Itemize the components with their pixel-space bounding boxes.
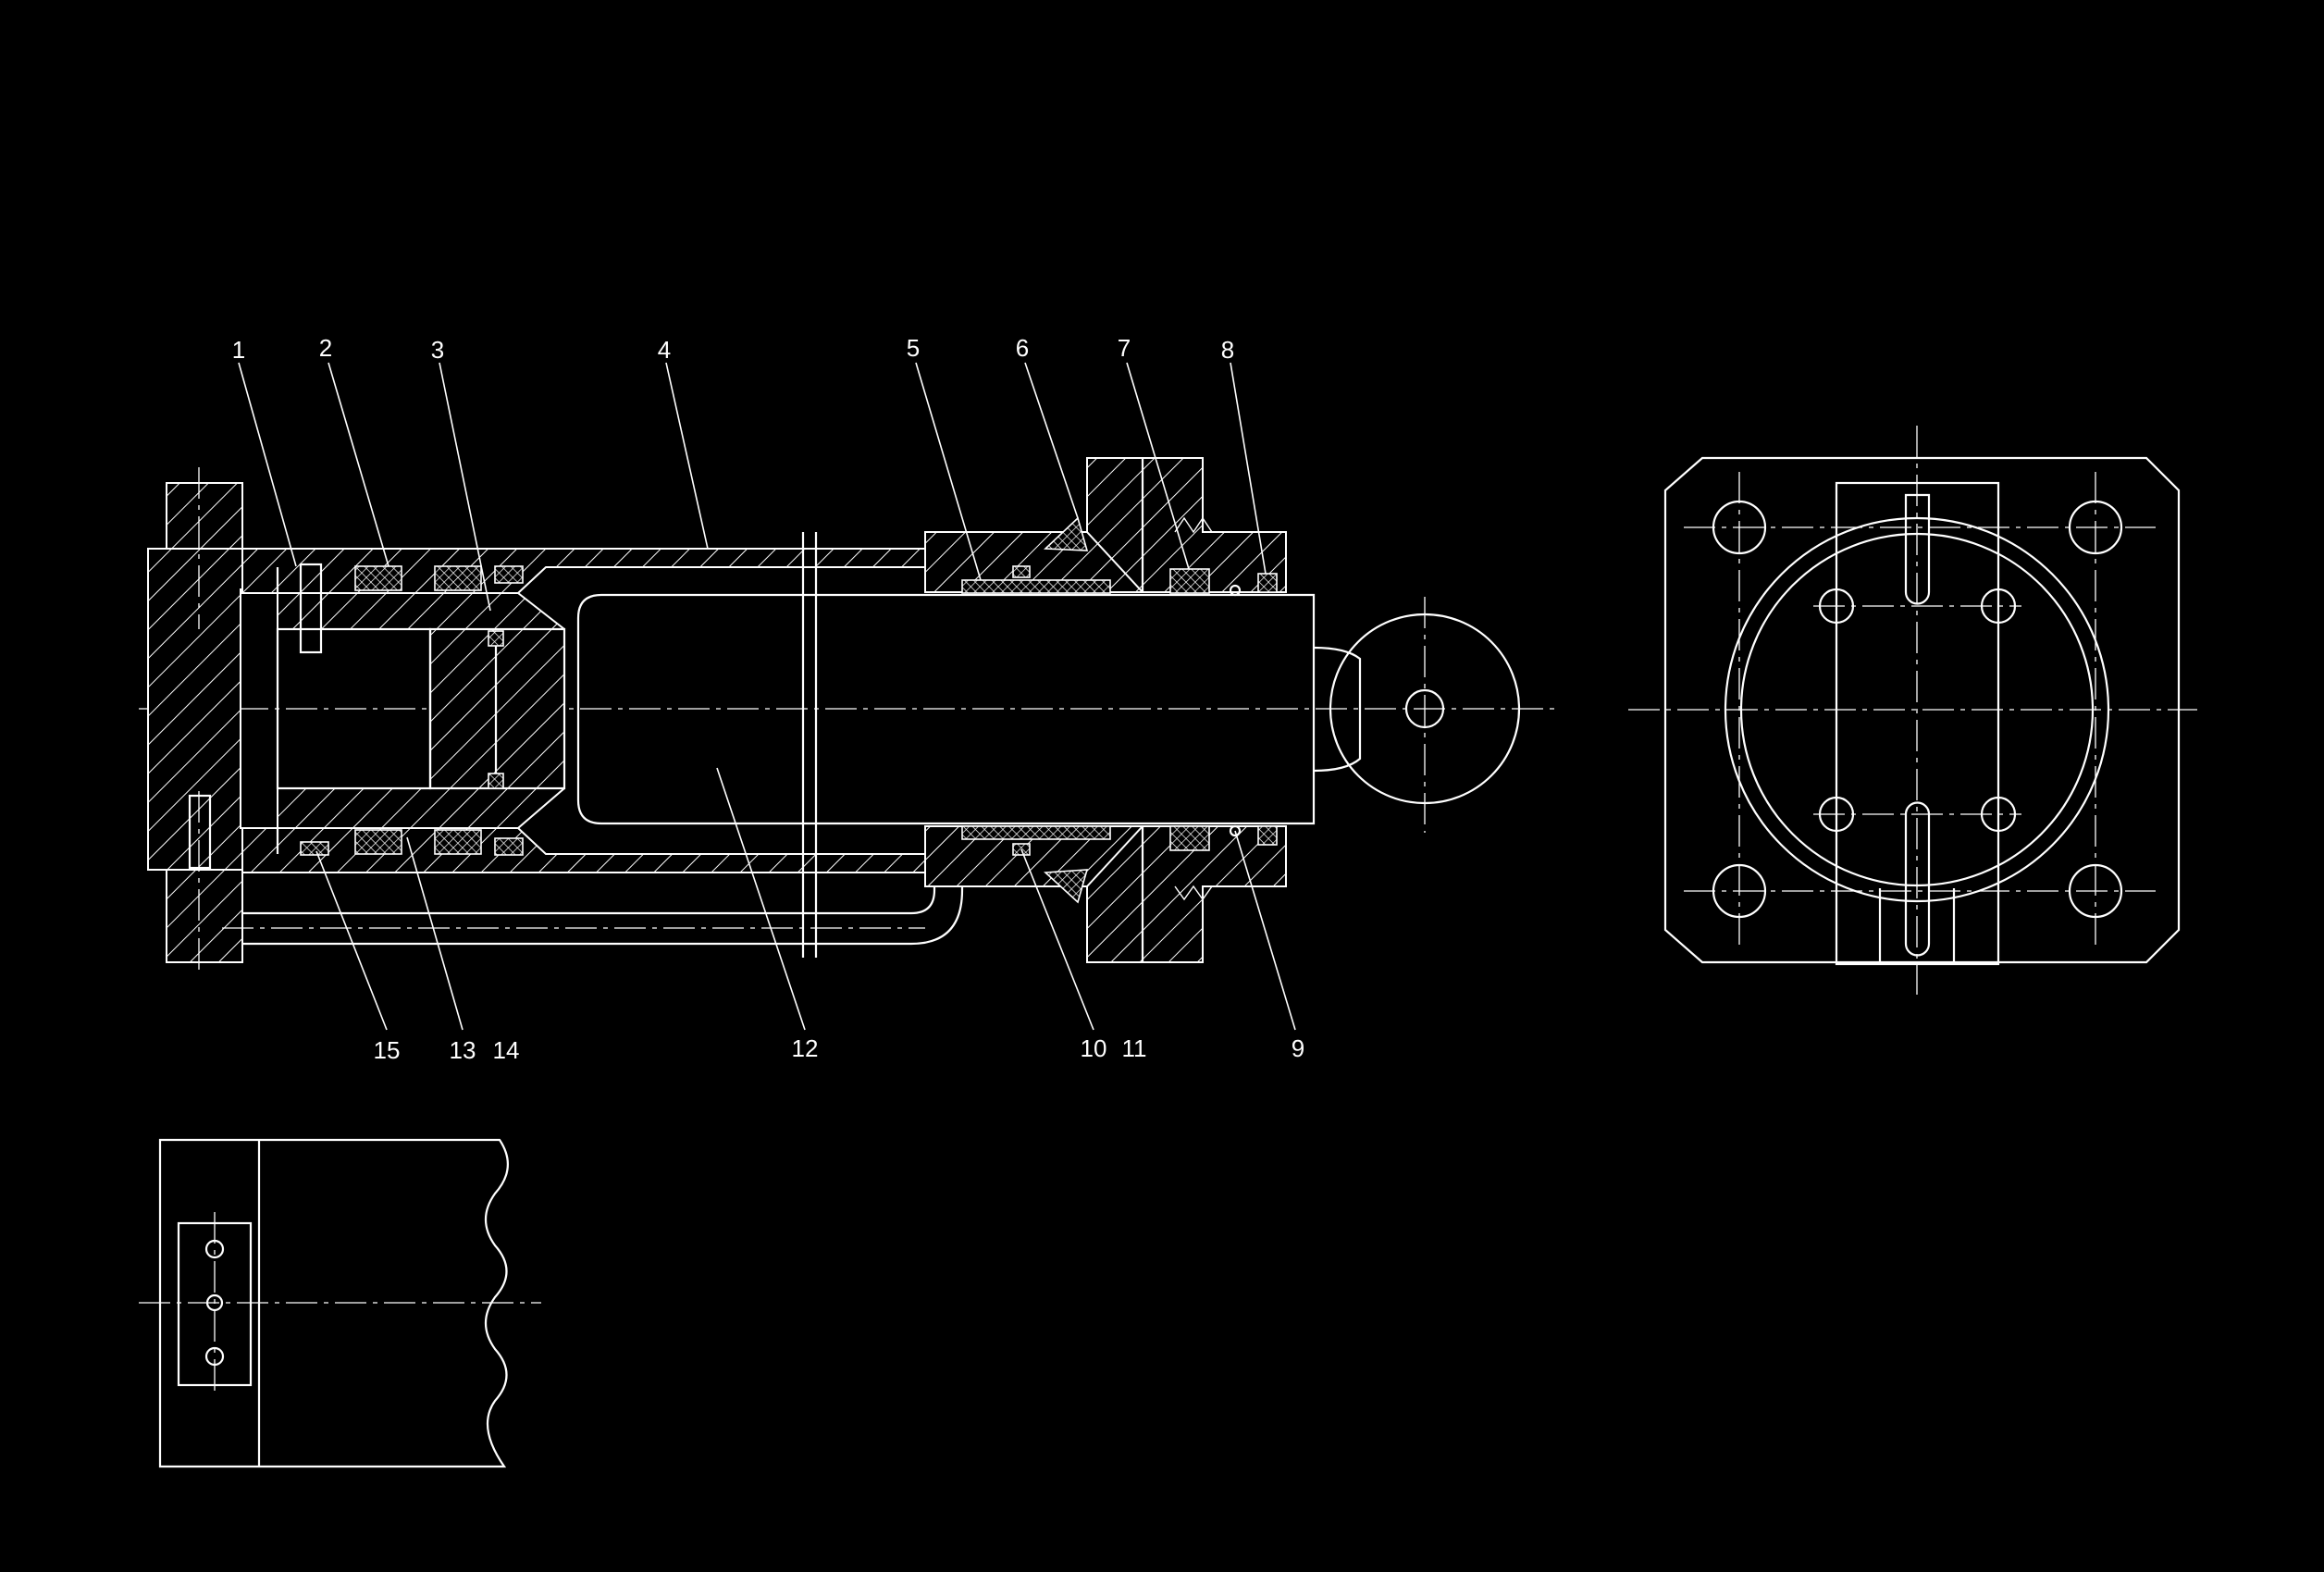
pin	[299, 563, 323, 654]
label-7: 7	[1118, 334, 1131, 362]
seal-14	[434, 829, 482, 855]
label-8: 8	[1221, 336, 1234, 364]
seal-2	[354, 565, 402, 591]
flange-circle-outer	[1724, 516, 2110, 903]
label-3: 3	[431, 336, 444, 364]
label-9: 9	[1292, 1034, 1304, 1062]
part-labels: 1 2 3 4 5 6 7 8 9 10 11 12 13 14 15	[232, 334, 1304, 1064]
label-10: 10	[1081, 1034, 1107, 1062]
label-4: 4	[658, 336, 671, 364]
piston-assembly	[276, 563, 566, 856]
label-1: 1	[232, 336, 245, 364]
label-12: 12	[792, 1034, 819, 1062]
seal-7	[1169, 568, 1210, 594]
weld-11	[1044, 869, 1089, 904]
seal-15	[300, 841, 329, 856]
piston-rod	[576, 593, 1521, 833]
sectional-view	[139, 457, 1554, 972]
oring-9	[1229, 824, 1242, 837]
seal-3	[434, 565, 482, 591]
label-11: 11	[1122, 1034, 1147, 1062]
label-5: 5	[907, 334, 920, 362]
label-14: 14	[493, 1036, 520, 1064]
detail-view	[139, 1138, 541, 1468]
weld-6	[1044, 516, 1089, 551]
end-cap	[147, 467, 278, 972]
label-13: 13	[450, 1036, 476, 1064]
label-2: 2	[319, 334, 332, 362]
label-6: 6	[1016, 334, 1029, 362]
seal-13	[354, 829, 402, 855]
seal-8	[1257, 573, 1278, 593]
end-view	[1628, 426, 2197, 995]
bushing-5	[961, 579, 1111, 594]
leader-lines	[238, 362, 1296, 1031]
oil-pipe	[222, 870, 964, 946]
bushing-10	[961, 825, 1111, 840]
break-lines	[801, 532, 818, 958]
gland	[924, 457, 1287, 963]
label-15: 15	[374, 1036, 401, 1064]
